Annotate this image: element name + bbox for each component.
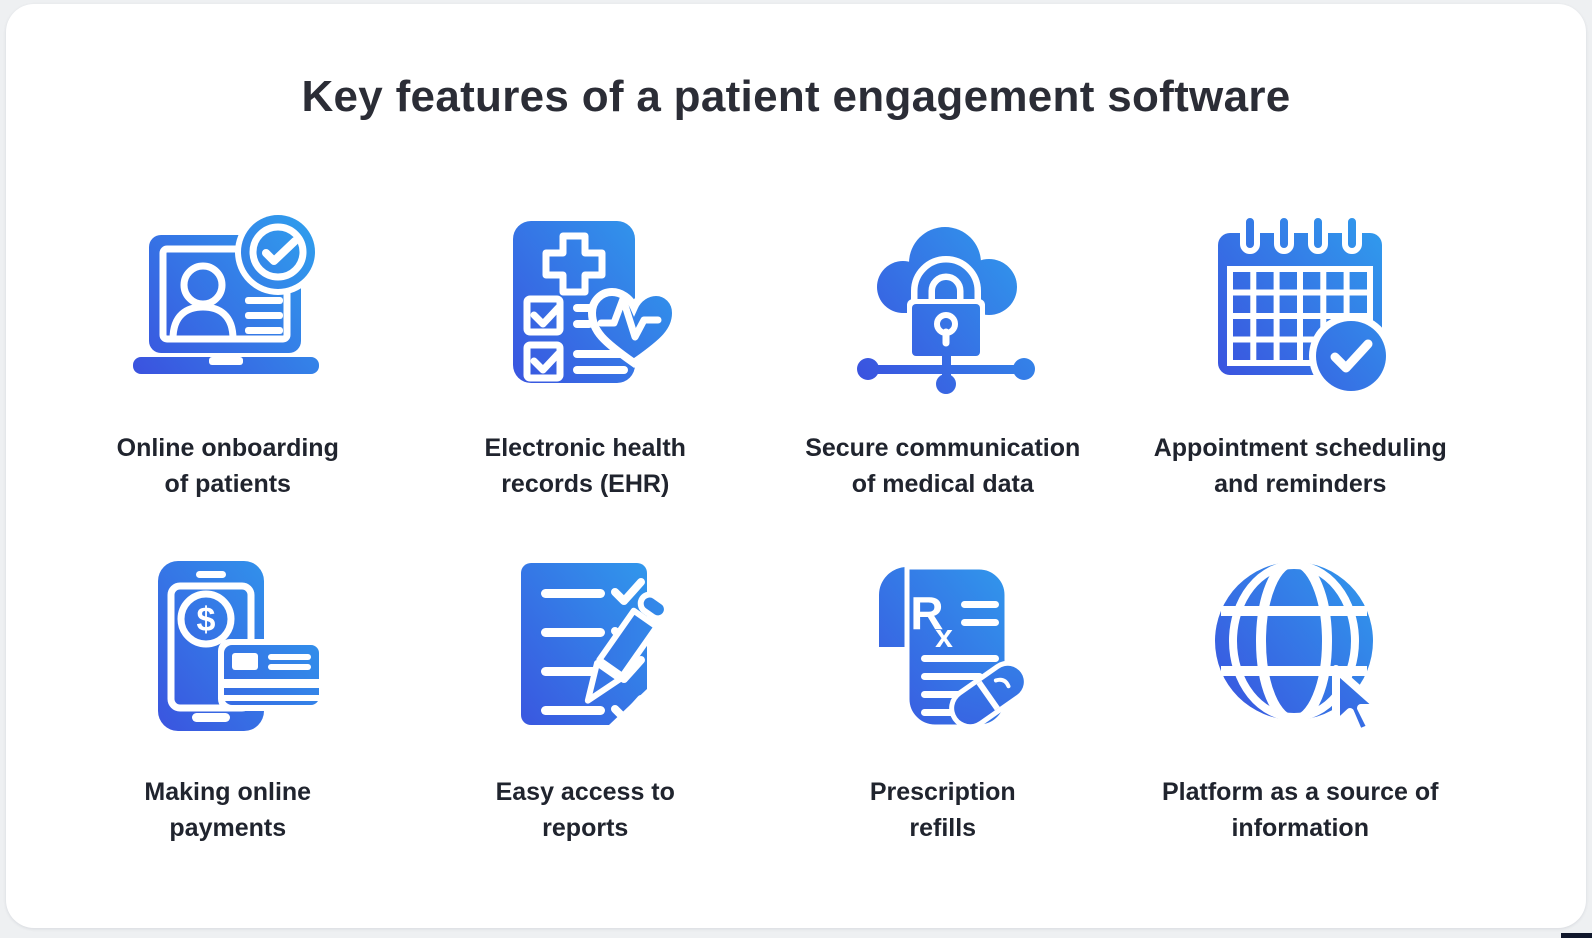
feature-access-reports: Easy access to reports (407, 548, 765, 846)
feature-ehr: Electronic health records (EHR) (407, 204, 765, 502)
feature-icon (123, 204, 333, 396)
cloud-lock-network-icon (856, 227, 1035, 394)
infographic-card: Key features of a patient engagement sof… (6, 4, 1586, 928)
page-title: Key features of a patient engagement sof… (301, 72, 1291, 121)
feature-label: Secure communication of medical data (805, 434, 1081, 498)
feature-information-platform: Platform as a source of information (1122, 548, 1480, 846)
feature-label: Prescription refills (869, 778, 1016, 842)
partial-element-bottom-right (1561, 933, 1592, 938)
calendar-check-icon (1218, 212, 1394, 395)
rx-glyph-x: x (935, 618, 953, 654)
feature-label: Appointment scheduling and reminders (1153, 434, 1447, 498)
globe-cursor-icon (1215, 557, 1385, 737)
feature-label: Making online payments (144, 778, 312, 842)
feature-icon: R x (843, 548, 1043, 740)
feature-icon (843, 204, 1043, 396)
feature-label: Easy access to reports (495, 778, 675, 842)
feature-online-onboarding: Online onboarding of patients (49, 204, 407, 502)
feature-label: Online onboarding of patients (116, 434, 339, 498)
dollar-glyph: $ (196, 601, 215, 639)
feature-label: Platform as a source of information (1162, 778, 1439, 842)
feature-icon (485, 548, 685, 740)
smartphone-dollar-card-icon: $ (157, 561, 324, 731)
laptop-patient-check-icon (132, 209, 321, 374)
feature-secure-communication: Secure communication of medical data (764, 204, 1122, 502)
feature-label: Electronic health records (EHR) (484, 434, 686, 498)
feature-prescription-refills: R x (764, 548, 1122, 846)
feature-icon (1200, 204, 1400, 396)
checklist-pencil-icon (521, 563, 671, 725)
feature-online-payments: $ Making online payments (49, 548, 407, 846)
features-grid: Online onboarding of patients (49, 204, 1479, 846)
feature-icon (1200, 548, 1400, 740)
feature-icon (485, 204, 685, 396)
feature-icon: $ (128, 548, 328, 740)
rx-glyph-r: R (910, 587, 943, 639)
medical-record-heart-icon (513, 221, 681, 383)
prescription-rx-pill-icon: R x (878, 564, 1029, 730)
feature-appointment-scheduling: Appointment scheduling and reminders (1122, 204, 1480, 502)
